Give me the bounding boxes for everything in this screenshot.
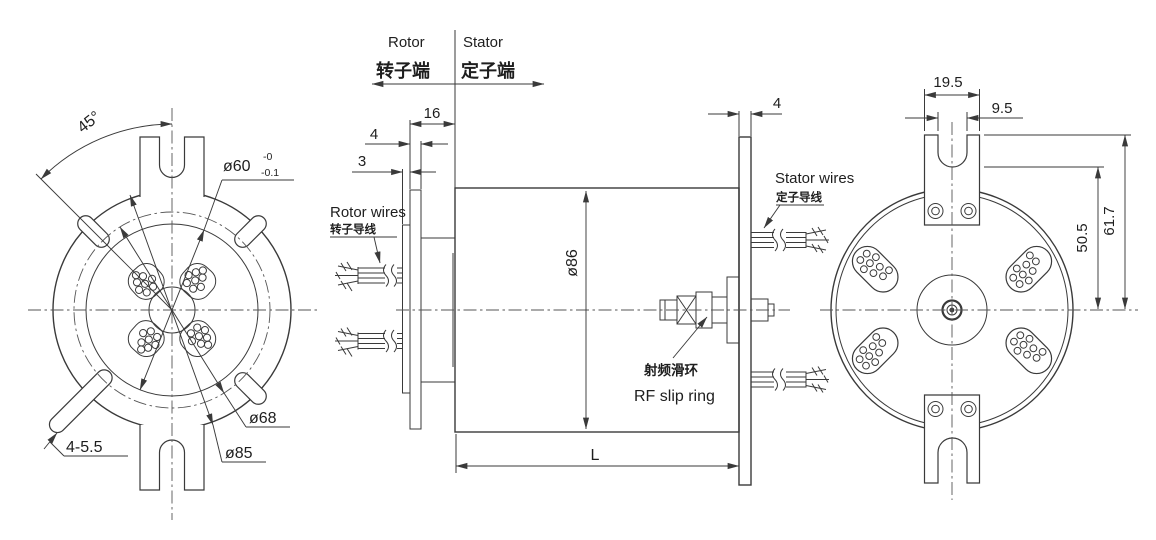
- rf-slip-ring-callout: 射频滑环 RF slip ring: [634, 316, 715, 405]
- dim-dia86: ø86: [564, 190, 590, 430]
- dia60-tol-lower: -0.1: [261, 167, 279, 179]
- dim-61-7: 61.7: [984, 134, 1131, 310]
- front-view: 45° ø60 -0 -0.1 ø68 ø85: [28, 108, 318, 520]
- rotor-wire-bundle-lower: [334, 327, 403, 357]
- dim-mount-holes: 4-5.5: [43, 432, 128, 457]
- stator-label-zh: 定子端: [461, 60, 515, 81]
- notch-upper-right: [234, 215, 267, 248]
- screw-hole: [927, 203, 944, 219]
- rotor-wires-callout: Rotor wires 转子导线: [330, 204, 406, 264]
- dim-9-5-label: 9.5: [992, 100, 1013, 117]
- rotor-spigot-plate: [402, 224, 411, 394]
- dim-dia85: ø85: [129, 194, 266, 463]
- dim-L-label: L: [591, 447, 600, 464]
- dim-4-rotor: 4: [365, 126, 448, 189]
- stator-flange-plate: [738, 136, 752, 486]
- rotor-wire-bundle-upper: [335, 261, 403, 292]
- screw-hole: [960, 401, 977, 417]
- rotor-flange-disc: [409, 189, 422, 430]
- stator-wires-callout: Stator wires 定子导线: [763, 170, 854, 229]
- rear-view: 19.5 9.5 50.5 61.7: [820, 74, 1138, 500]
- stator-wires-label-zh: 定子导线: [776, 190, 822, 204]
- dim-9-5: 9.5: [905, 100, 1023, 131]
- rotor-wires-label-zh: 转子导线: [330, 222, 376, 236]
- stator-wire-bundle-lower: [750, 366, 830, 393]
- dim-45-label: 45°: [74, 108, 104, 136]
- stator-wires-label-en: Stator wires: [775, 170, 854, 187]
- screw-hole: [960, 203, 977, 219]
- dim-4-stator-label: 4: [773, 95, 781, 112]
- dim-50-5-label: 50.5: [1074, 223, 1091, 252]
- dia60-tol-upper: -0: [263, 151, 272, 163]
- dim-61-7-label: 61.7: [1101, 206, 1118, 235]
- dim-16-label: 16: [424, 105, 441, 122]
- dia85-label: ø85: [225, 445, 253, 462]
- mount-holes-label: 4-5.5: [66, 439, 103, 456]
- notch-lower-right: [234, 372, 267, 405]
- rear-fork-bottom: [923, 394, 981, 484]
- rotor-label-en: Rotor: [388, 34, 425, 51]
- dia68-label: ø68: [249, 410, 277, 427]
- dim-50-5: 50.5: [984, 166, 1104, 310]
- dia86-label: ø86: [564, 249, 581, 277]
- rotor-stator-header: Rotor Stator 转子端 定子端: [371, 30, 545, 188]
- dim-4-stator: 4: [708, 95, 782, 136]
- rotor-label-zh: 转子端: [376, 60, 430, 81]
- side-view: Rotor Stator 转子端 定子端: [330, 30, 854, 486]
- dim-3: 3: [352, 153, 436, 224]
- dim-L: L: [455, 434, 740, 473]
- rotor-wires-label-en: Rotor wires: [330, 204, 406, 221]
- screw-hole: [927, 401, 944, 417]
- dia60-label: ø60: [223, 158, 251, 175]
- dim-19-5: 19.5: [924, 74, 980, 131]
- dim-3-label: 3: [358, 153, 366, 170]
- rf-label-en: RF slip ring: [634, 388, 715, 405]
- dim-4-rotor-label: 4: [370, 126, 378, 143]
- dim-19-5-label: 19.5: [933, 74, 962, 91]
- mount-slot-tab: [48, 369, 113, 434]
- stator-wire-bundle-upper: [751, 226, 829, 254]
- dim-16: 16: [409, 105, 456, 189]
- rf-label-zh: 射频滑环: [643, 362, 698, 378]
- stator-label-en: Stator: [463, 34, 503, 51]
